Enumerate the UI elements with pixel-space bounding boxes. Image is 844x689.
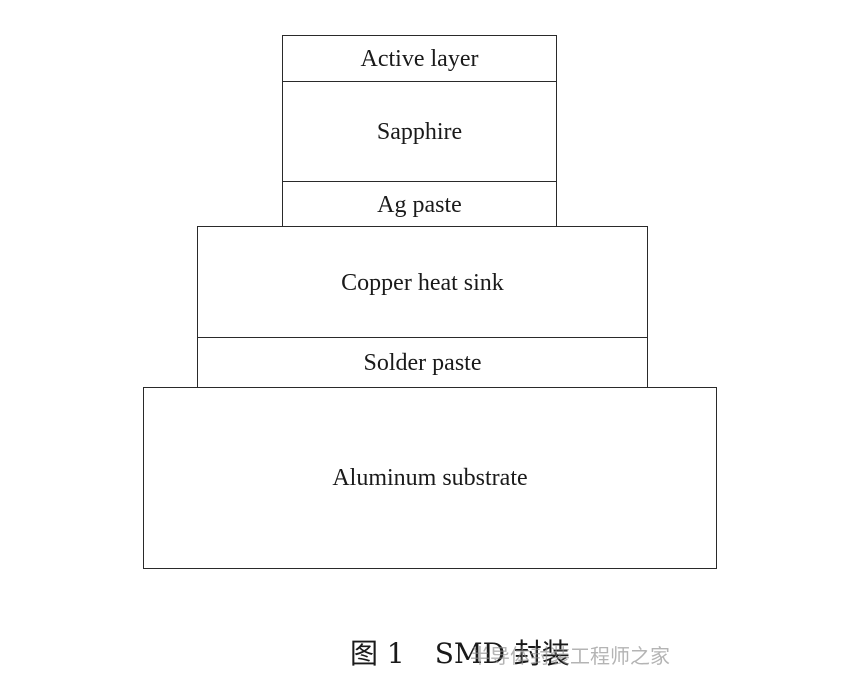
copper-heat-sink-label: Copper heat sink [341,269,504,296]
solder-paste-layer-label: Solder paste [363,350,482,376]
sapphire-layer-box: Sapphire [282,81,557,183]
active-layer-label: Active layer [360,46,479,72]
watermark-text: 半导体封装工程师之家 [470,644,670,668]
figure-number: 图 1 [350,637,405,670]
ag-paste-layer-box: Ag paste [282,181,557,228]
copper-heat-sink-box: Copper heat sink [197,226,648,339]
aluminum-substrate-box: Aluminum substrate [143,387,717,569]
solder-paste-layer-box: Solder paste [197,337,648,389]
figure-title: SMD 封装 [434,637,570,670]
figure-caption: 图 1 SMD 封装 [350,632,570,672]
sapphire-layer-label: Sapphire [376,119,463,145]
aluminum-substrate-label: Aluminum substrate [332,465,528,491]
ag-paste-layer-label: Ag paste [377,191,462,218]
active-layer-box: Active layer [282,35,557,83]
